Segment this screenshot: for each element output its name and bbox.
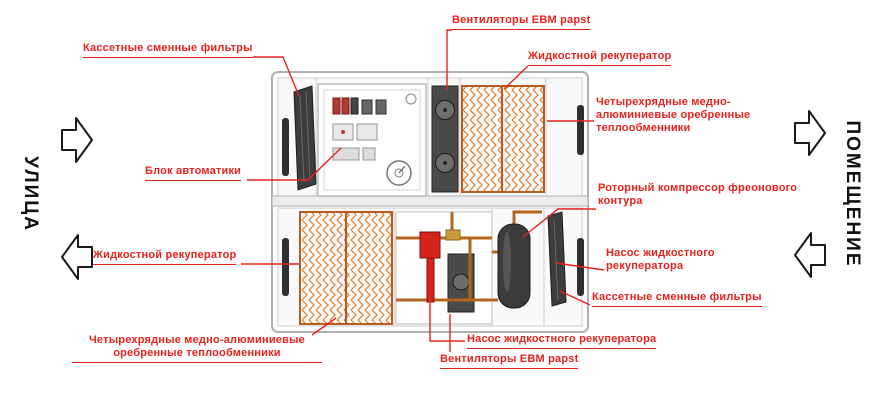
leader-heat-exchangers-bottom [311, 317, 337, 336]
ahu-unit [271, 71, 589, 333]
arrow-left-return-icon [794, 232, 826, 278]
breaker-row [332, 97, 387, 115]
arrow-right-supply-icon [794, 110, 826, 156]
label-pump-right: Насос жидкостного рекуператора [606, 247, 715, 272]
label-liquid-recuperator-top: Жидкостной рекуператор [528, 50, 672, 66]
automation-box [317, 83, 427, 197]
leader-compressor [522, 208, 596, 238]
control-box-inner [323, 89, 421, 191]
handle-icon [282, 238, 289, 296]
handle-icon [577, 105, 584, 155]
section-dividers [315, 78, 547, 326]
label-rotary-compressor: Роторный компрессор фреонового контура [598, 182, 798, 207]
label-cassette-filters-top: Кассетные сменные фильтры [83, 42, 253, 58]
arrow-right-outdoor-icon [61, 117, 93, 163]
pump-section-frame [395, 211, 493, 325]
deck-divider-band [271, 195, 589, 207]
coil-bottom [299, 211, 393, 325]
leader-filters-top [253, 56, 300, 97]
handle-icon [282, 118, 289, 176]
leader-pump-bottom [429, 260, 465, 342]
copper-piping [396, 210, 542, 302]
cassette-filter-top [293, 85, 317, 191]
leader-pump-right [555, 262, 605, 271]
fan-icon [452, 273, 470, 291]
leader-recuperator-top [503, 65, 529, 90]
door-handles [282, 105, 584, 296]
side-label-street: УЛИЦА [20, 156, 41, 232]
label-automation-unit: Блок автоматики [145, 165, 242, 181]
valve-icon [445, 229, 461, 241]
label-liquid-recuperator-left: Жидкостной рекуператор [93, 249, 237, 265]
leader-filters-right [559, 290, 591, 306]
side-label-room: ПОМЕЩЕНИЕ [842, 120, 863, 268]
arrow-left-exhaust-icon [61, 234, 93, 280]
gauge-icon [386, 160, 412, 186]
label-fans-top: Вентиляторы EBM papst [452, 14, 591, 30]
fan-block-top [431, 85, 459, 193]
label-fans-bottom: Вентиляторы EBM papst [440, 353, 579, 369]
relay-modules [332, 123, 378, 161]
coil-top [461, 85, 545, 193]
label-cassette-filters-right: Кассетные сменные фильтры [592, 291, 762, 307]
leader-fans-top [446, 29, 452, 90]
leader-lines [241, 29, 605, 352]
compressor [497, 223, 531, 309]
cassette-filter-bottom [547, 211, 567, 307]
label-heat-exchangers-right: Четырехрядные медно-алюминиевые оребренн… [596, 96, 751, 134]
airflow-arrows [61, 110, 826, 280]
indicator-icon [405, 93, 417, 105]
leader-automation [247, 147, 342, 181]
label-heat-exchangers-bottom: Четырехрядные медно-алюминиевые оребренн… [72, 334, 322, 363]
label-pump-bottom: Насос жидкостного рекуператора [467, 333, 657, 349]
